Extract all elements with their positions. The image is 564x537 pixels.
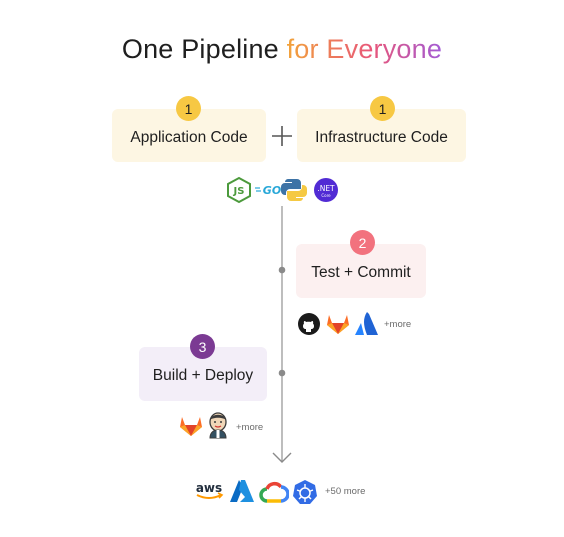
step-label: Infrastructure Code — [315, 128, 448, 146]
step-badge: 1 — [176, 96, 201, 121]
atlassian-icon — [355, 312, 378, 335]
language-logos: JS GO .NET Core — [227, 176, 338, 204]
google-cloud-icon — [259, 482, 289, 503]
step-label: Test + Commit — [311, 264, 411, 281]
dotnet-text: .NET — [317, 184, 335, 193]
step-badge: 2 — [350, 230, 375, 255]
aws-text: aws — [196, 481, 222, 495]
kubernetes-icon — [293, 480, 317, 504]
gitlab-icon — [327, 315, 349, 334]
dotnet-icon: .NET Core — [314, 178, 338, 202]
vcs-more-label: +more — [384, 319, 412, 330]
step-badge: 1 — [370, 96, 395, 121]
timeline-dot — [278, 266, 286, 274]
timeline-dot — [278, 369, 286, 377]
dotnet-core-text: Core — [321, 193, 331, 198]
step-application-code: Application Code — [112, 109, 266, 162]
plus-icon — [272, 126, 292, 146]
step-label: Build + Deploy — [152, 367, 254, 384]
github-icon — [298, 313, 320, 335]
jenkins-icon — [209, 412, 227, 439]
nodejs-text: JS — [233, 186, 245, 197]
title-accent: for Everyone — [286, 34, 443, 64]
step-label: Application Code — [130, 128, 248, 146]
gitlab-icon — [180, 417, 202, 436]
arrow-down-icon — [272, 452, 292, 463]
step-infrastructure-code: Infrastructure Code — [297, 109, 466, 162]
go-text: GO — [263, 184, 281, 197]
python-icon — [281, 179, 307, 201]
aws-icon: aws — [196, 481, 224, 499]
step-badge: 3 — [190, 334, 215, 359]
nodejs-icon: JS — [227, 176, 251, 204]
cloud-more-label: +50 more — [325, 486, 366, 497]
page-title: One Pipeline for Everyone — [0, 34, 564, 65]
azure-icon — [230, 480, 254, 502]
title-main: One Pipeline — [121, 34, 287, 64]
go-icon: GO — [255, 184, 281, 197]
ci-more-label: +more — [236, 422, 264, 433]
